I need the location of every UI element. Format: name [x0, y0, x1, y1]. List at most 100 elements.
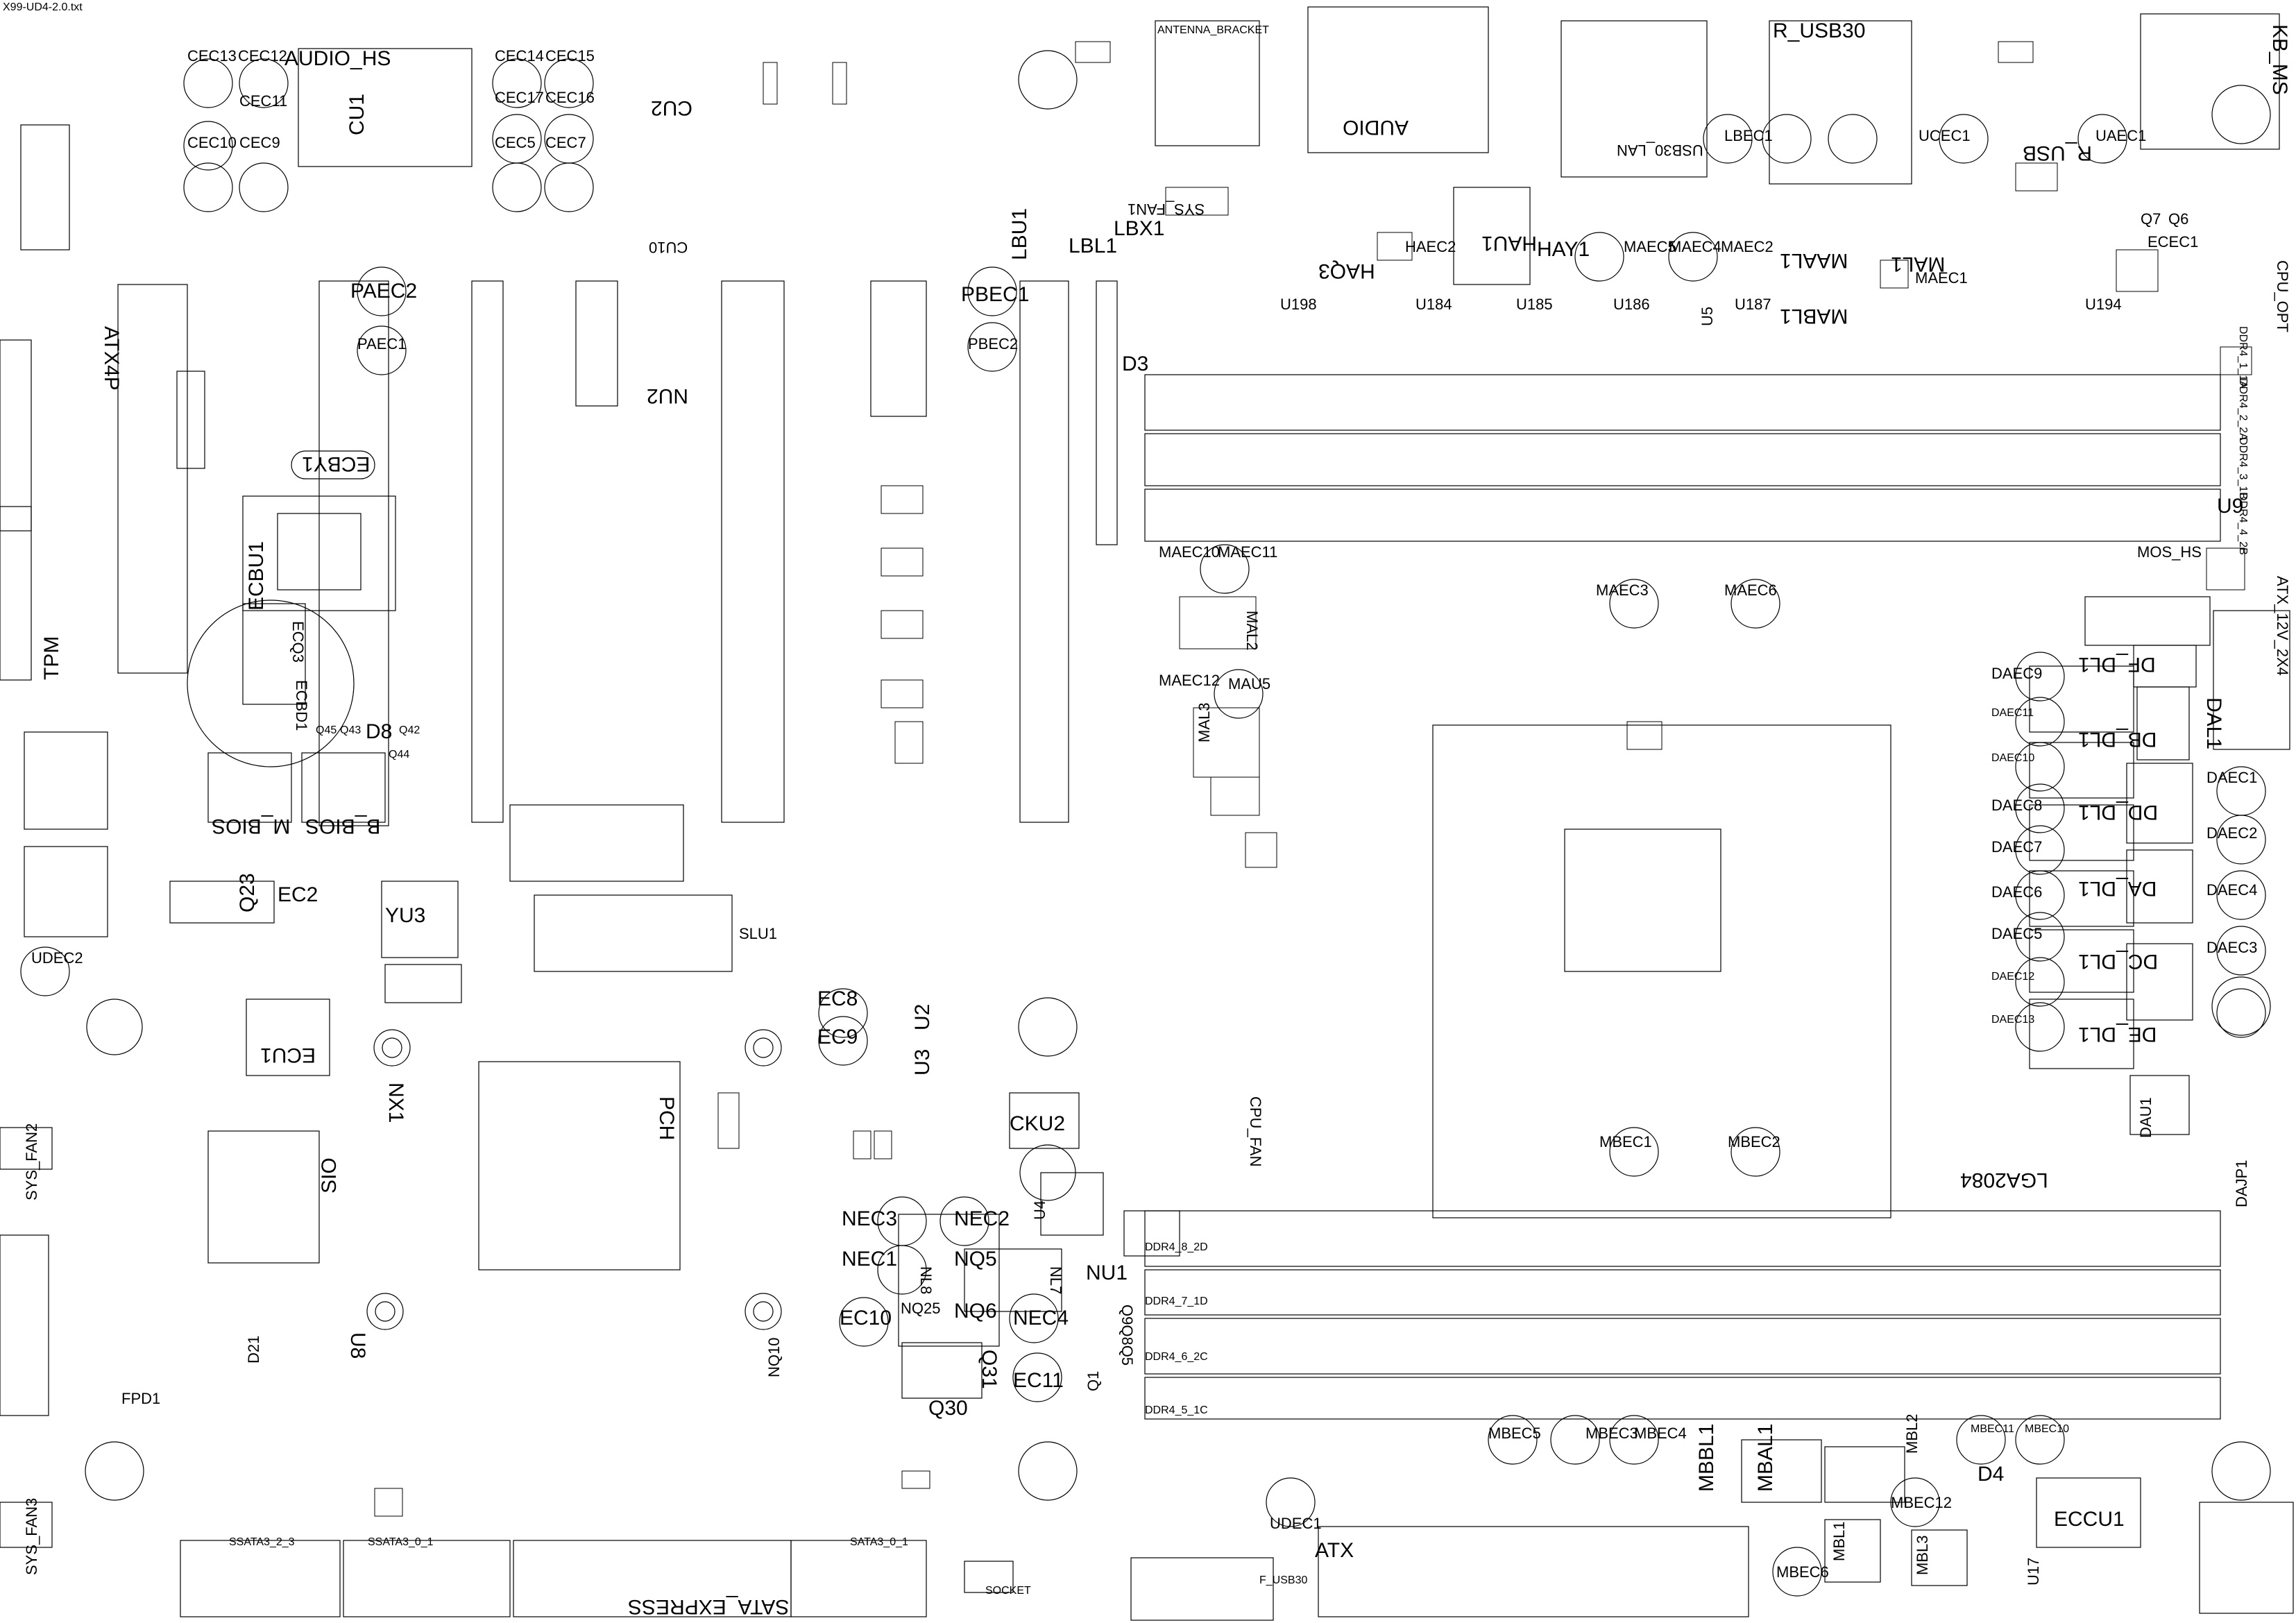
ddr4-7-1d-label: DDR4_7_1D — [1145, 1295, 1208, 1307]
daec4-label: DAEC4 — [2206, 881, 2258, 899]
mbec2-label: MBEC2 — [1728, 1133, 1780, 1150]
nq25-label: NQ25 — [901, 1300, 941, 1317]
ecq3-label: ECQ3 — [289, 621, 307, 663]
q1-label: Q1 — [1085, 1370, 1102, 1391]
u198-label: U198 — [1280, 296, 1317, 313]
sata3-0-1-label: SATA3_0_1 — [850, 1536, 908, 1548]
sys-fan2-label: SYS_FAN2 — [23, 1123, 40, 1200]
sys-fan1-label: SYS_FAN1 — [1128, 201, 1205, 218]
mbec5-label: MBEC5 — [1488, 1425, 1541, 1442]
ec8-label: EC8 — [817, 987, 858, 1010]
maec2-label: MAEC2 — [1721, 238, 1774, 255]
q23-label: Q23 — [236, 873, 259, 912]
antenna-bracket-label: ANTENNA_BRACKET — [1157, 24, 1269, 36]
nq10-label: NQ10 — [765, 1337, 783, 1377]
ddr4-6-2c-label: DDR4_6_2C — [1145, 1351, 1208, 1363]
expansion-slots — [117, 280, 1118, 826]
u3-label: U3 — [911, 1048, 934, 1076]
mbec11-label: MBEC11 — [1971, 1423, 2014, 1435]
hau1-label: HAU1 — [1481, 232, 1538, 255]
q31-label: Q31 — [978, 1350, 1001, 1389]
maec10-label: MAEC10 — [1159, 543, 1221, 561]
q44-label: Q44 — [389, 749, 410, 760]
daec11-label: DAEC11 — [1991, 707, 2034, 719]
daec1-label: DAEC1 — [2206, 769, 2258, 786]
paec2-label: PAEC2 — [350, 280, 418, 303]
sio-label: SIO — [318, 1157, 341, 1193]
cu10-label: CU10 — [649, 239, 688, 256]
nu2-label: NU2 — [647, 384, 689, 407]
q42-label: Q42 — [399, 724, 420, 736]
ddr4-4-2b-label: DDR4_4_2B — [2237, 493, 2249, 555]
d8-label: D8 — [366, 720, 393, 743]
power-components — [898, 1092, 1180, 1399]
atx-label: ATX — [1315, 1539, 1354, 1562]
maec3-label: MAEC3 — [1596, 581, 1649, 599]
mbec12-label: MBEC12 — [1891, 1494, 1953, 1511]
nl7-label: NL7 — [1047, 1266, 1064, 1295]
mal2-label: MAL2 — [1243, 611, 1261, 651]
cu2-label: CU2 — [651, 96, 693, 119]
lbu1-label: LBU1 — [1008, 207, 1031, 260]
cec12-label: CEC12 — [238, 47, 287, 65]
maec4-label: MAEC4 — [1669, 238, 1721, 255]
nx1-label: NX1 — [384, 1082, 407, 1123]
nu1-label: NU1 — [1086, 1261, 1128, 1284]
ec10-label: EC10 — [840, 1307, 892, 1329]
mabl1-label: MABL1 — [1780, 305, 1848, 328]
m-bios-label: M_BIOS — [212, 815, 291, 838]
mbec6-label: MBEC6 — [1776, 1563, 1829, 1581]
top-connectors — [298, 6, 2280, 285]
da-dl1-label: DA_DL1 — [2078, 877, 2157, 900]
audio-label: AUDIO — [1343, 116, 1409, 139]
vrm-area — [2029, 596, 2290, 1135]
left-headers — [0, 124, 108, 1548]
ddr4-5-1c-label: DDR4_5_1C — [1145, 1404, 1208, 1416]
ssata3-2-3-label: SSATA3_2_3 — [229, 1536, 295, 1548]
u194-label: U194 — [2085, 296, 2122, 313]
file-title: X99-UD4-2.0.txt — [3, 1, 83, 13]
maec12-label: MAEC12 — [1159, 672, 1221, 689]
cec10-label: CEC10 — [187, 134, 237, 151]
daec10-label: DAEC10 — [1991, 752, 2035, 764]
lga2084-label: LGA2084 — [1960, 1169, 2048, 1191]
kb-ms-label: KB_MS — [2268, 24, 2291, 95]
cpu-opt-label: CPU_OPT — [2274, 260, 2291, 332]
d3-label: D3 — [1122, 352, 1149, 375]
haq3-label: HAQ3 — [1318, 260, 1375, 282]
lbec1-label: LBEC1 — [1724, 127, 1773, 144]
mbec4-label: MBEC4 — [1634, 1425, 1687, 1442]
udec2-label: UDEC2 — [31, 949, 83, 967]
mbl1-label: MBL1 — [1830, 1521, 1848, 1561]
u17-label: U17 — [2025, 1557, 2042, 1586]
ddr4-8-2d-label: DDR4_8_2D — [1145, 1241, 1208, 1253]
cec15-label: CEC15 — [545, 47, 595, 65]
lbx1-label: LBX1 — [1114, 217, 1165, 240]
q6-label: Q6 — [2168, 210, 2189, 228]
ecec1-label: ECEC1 — [2148, 233, 2199, 250]
capacitors — [20, 58, 2266, 1597]
daec6-label: DAEC6 — [1991, 883, 2043, 901]
ecby1-label: ECBY1 — [302, 452, 371, 475]
nec1-label: NEC1 — [842, 1248, 898, 1271]
u2-label: U2 — [911, 1003, 934, 1030]
socket-label: SOCKET — [985, 1585, 1031, 1597]
cpu-socket — [1432, 724, 1891, 1218]
ecu1-label: ECU1 — [260, 1044, 316, 1067]
dal1-label: DAL1 — [2202, 697, 2225, 750]
q9q8q5-label: Q9Q8Q5 — [1119, 1305, 1136, 1366]
ddr4-2-2a-label: DDR4_2_2A — [2237, 378, 2249, 441]
ucec1-label: UCEC1 — [1919, 127, 1971, 144]
slu1-label: SLU1 — [739, 925, 778, 942]
q7-label: Q7 — [2141, 210, 2161, 228]
u184-label: U184 — [1415, 296, 1452, 313]
u9-label: U9 — [2217, 495, 2244, 518]
u5-label: U5 — [1699, 306, 1716, 326]
haec2-label: HAEC2 — [1405, 238, 1456, 255]
dau1-label: DAU1 — [2137, 1097, 2154, 1138]
daec7-label: DAEC7 — [1991, 838, 2043, 856]
hay1-label: HAY1 — [1537, 238, 1590, 261]
audio-hs-label: AUDIO_HS — [284, 47, 391, 70]
u186-label: U186 — [1613, 296, 1650, 313]
pch-label: PCH — [655, 1096, 678, 1141]
